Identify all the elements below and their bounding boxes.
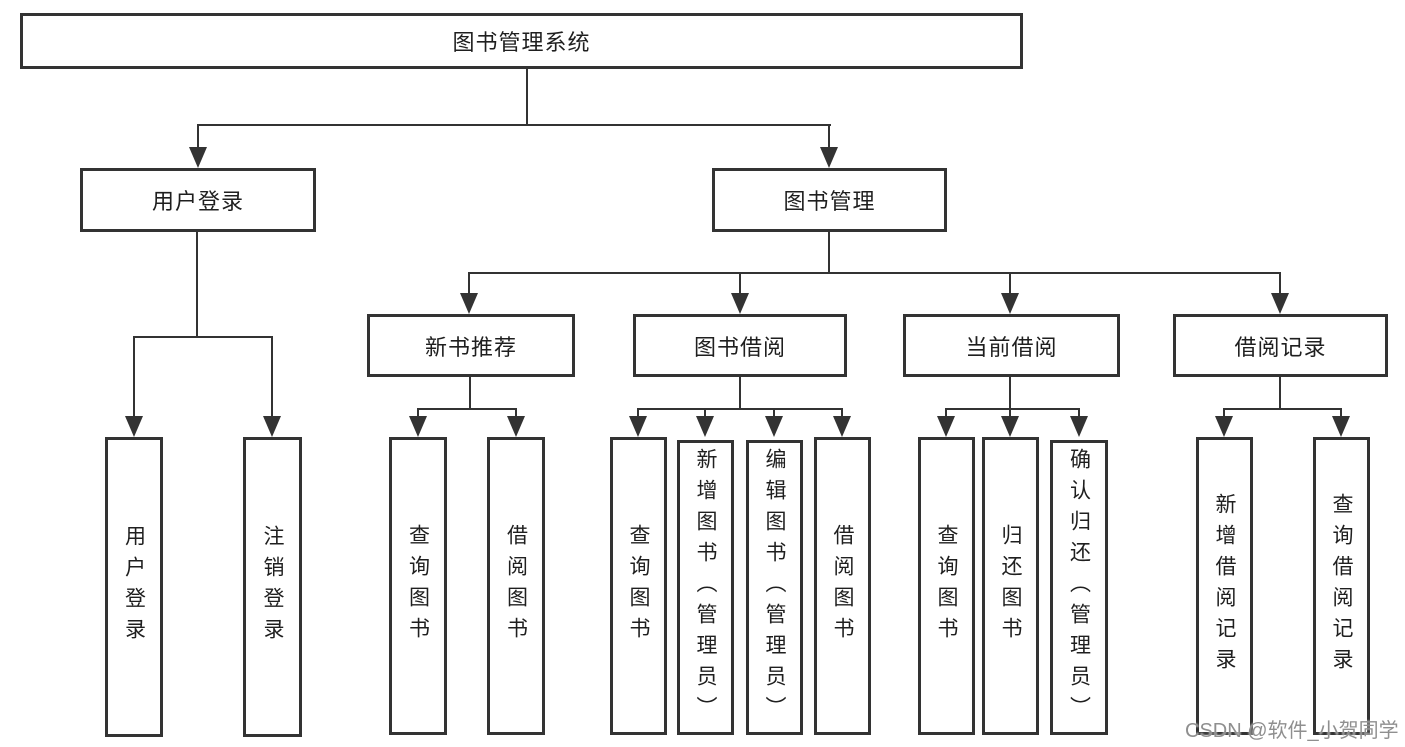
node-cb-query-label: 查询图书: [935, 524, 958, 648]
node-br-query: 查询借阅记录: [1313, 437, 1370, 735]
arrow-down-icon: [1070, 416, 1088, 437]
connector-line: [1340, 408, 1342, 420]
connector-line: [468, 272, 470, 297]
arrow-down-icon: [507, 416, 525, 437]
node-br-add: 新增借阅记录: [1196, 437, 1253, 735]
connector-line: [1009, 408, 1011, 420]
node-book-borrow: 图书借阅: [633, 314, 847, 377]
node-bb-borrow-label: 借阅图书: [831, 524, 854, 648]
arrow-down-icon: [629, 416, 647, 437]
node-cb-return-label: 归还图书: [999, 524, 1022, 648]
connector-line: [828, 232, 830, 274]
connector-line: [271, 336, 273, 420]
node-login-leaf-label: 用户登录: [122, 525, 146, 649]
node-br-add-label: 新增借阅记录: [1213, 493, 1236, 679]
connector-line: [133, 336, 273, 338]
arrow-down-icon: [833, 416, 851, 437]
arrow-down-icon: [189, 147, 207, 168]
connector-line: [704, 408, 706, 420]
arrow-down-icon: [1271, 293, 1289, 314]
arrow-down-icon: [1215, 416, 1233, 437]
connector-line: [417, 408, 517, 410]
node-root: 图书管理系统: [20, 13, 1023, 69]
connector-line: [197, 124, 831, 126]
node-book-mgmt-label: 图书管理: [783, 189, 876, 214]
node-user-login-label: 用户登录: [151, 189, 244, 214]
node-cb-query: 查询图书: [918, 437, 975, 735]
connector-line: [828, 124, 830, 150]
arrow-down-icon: [125, 416, 143, 437]
node-bb-add-label: 新增图书（管理员）: [694, 448, 717, 727]
arrow-down-icon: [1001, 293, 1019, 314]
connector-line: [1009, 377, 1011, 410]
connector-line: [739, 377, 741, 410]
connector-line: [1279, 377, 1281, 410]
connector-line: [417, 408, 419, 420]
connector-line: [841, 408, 843, 420]
node-book-mgmt: 图书管理: [712, 168, 947, 232]
node-cb-confirm: 确认归还（管理员）: [1050, 440, 1108, 735]
connector-line: [1078, 408, 1080, 420]
arrow-down-icon: [409, 416, 427, 437]
node-user-login: 用户登录: [80, 168, 316, 232]
node-bb-query-label: 查询图书: [627, 524, 650, 648]
arrow-down-icon: [460, 293, 478, 314]
node-login-leaf: 用户登录: [105, 437, 163, 737]
node-bb-edit-label: 编辑图书（管理员）: [763, 448, 786, 727]
connector-line: [1009, 272, 1011, 297]
node-cb-confirm-label: 确认归还（管理员）: [1067, 448, 1091, 727]
node-bb-edit: 编辑图书（管理员）: [746, 440, 803, 735]
watermark-text: CSDN @软件_小贺同学: [1185, 720, 1399, 742]
connector-line: [526, 69, 528, 126]
connector-line: [945, 408, 1080, 410]
arrow-down-icon: [765, 416, 783, 437]
connector-line: [945, 408, 947, 420]
node-nbr-borrow: 借阅图书: [487, 437, 545, 735]
node-borrow-record-label: 借阅记录: [1234, 334, 1327, 360]
node-bb-add: 新增图书（管理员）: [677, 440, 734, 735]
arrow-down-icon: [937, 416, 955, 437]
arrow-down-icon: [1332, 416, 1350, 437]
arrow-down-icon: [820, 147, 838, 168]
connector-line: [1223, 408, 1225, 420]
connector-line: [773, 408, 775, 420]
node-new-book-rec: 新书推荐: [367, 314, 575, 377]
node-bb-query: 查询图书: [610, 437, 667, 735]
node-new-book-rec-label: 新书推荐: [424, 334, 517, 360]
connector-line: [196, 232, 198, 338]
node-logout-leaf: 注销登录: [243, 437, 302, 737]
arrow-down-icon: [263, 416, 281, 437]
node-nbr-query-label: 查询图书: [406, 524, 430, 648]
node-cb-return: 归还图书: [982, 437, 1039, 735]
connector-line: [468, 272, 1281, 274]
connector-line: [637, 408, 843, 410]
node-book-borrow-label: 图书借阅: [693, 334, 786, 360]
connector-line: [515, 408, 517, 420]
node-logout-leaf-label: 注销登录: [261, 525, 284, 649]
connector-line: [637, 408, 639, 420]
connector-line: [1223, 408, 1342, 410]
node-borrow-record: 借阅记录: [1173, 314, 1388, 377]
node-br-query-label: 查询借阅记录: [1330, 493, 1353, 679]
connector-line: [1279, 272, 1281, 297]
connector-line: [739, 272, 741, 297]
node-nbr-borrow-label: 借阅图书: [504, 524, 528, 648]
node-current-borrow-label: 当前借阅: [965, 334, 1058, 360]
arrow-down-icon: [1001, 416, 1019, 437]
arrow-down-icon: [731, 293, 749, 314]
node-nbr-query: 查询图书: [389, 437, 447, 735]
connector-line: [133, 336, 135, 420]
arrow-down-icon: [696, 416, 714, 437]
connector-line: [197, 124, 199, 150]
node-current-borrow: 当前借阅: [903, 314, 1120, 377]
node-bb-borrow: 借阅图书: [814, 437, 871, 735]
node-root-label: 图书管理系统: [452, 30, 591, 55]
connector-line: [469, 377, 471, 410]
